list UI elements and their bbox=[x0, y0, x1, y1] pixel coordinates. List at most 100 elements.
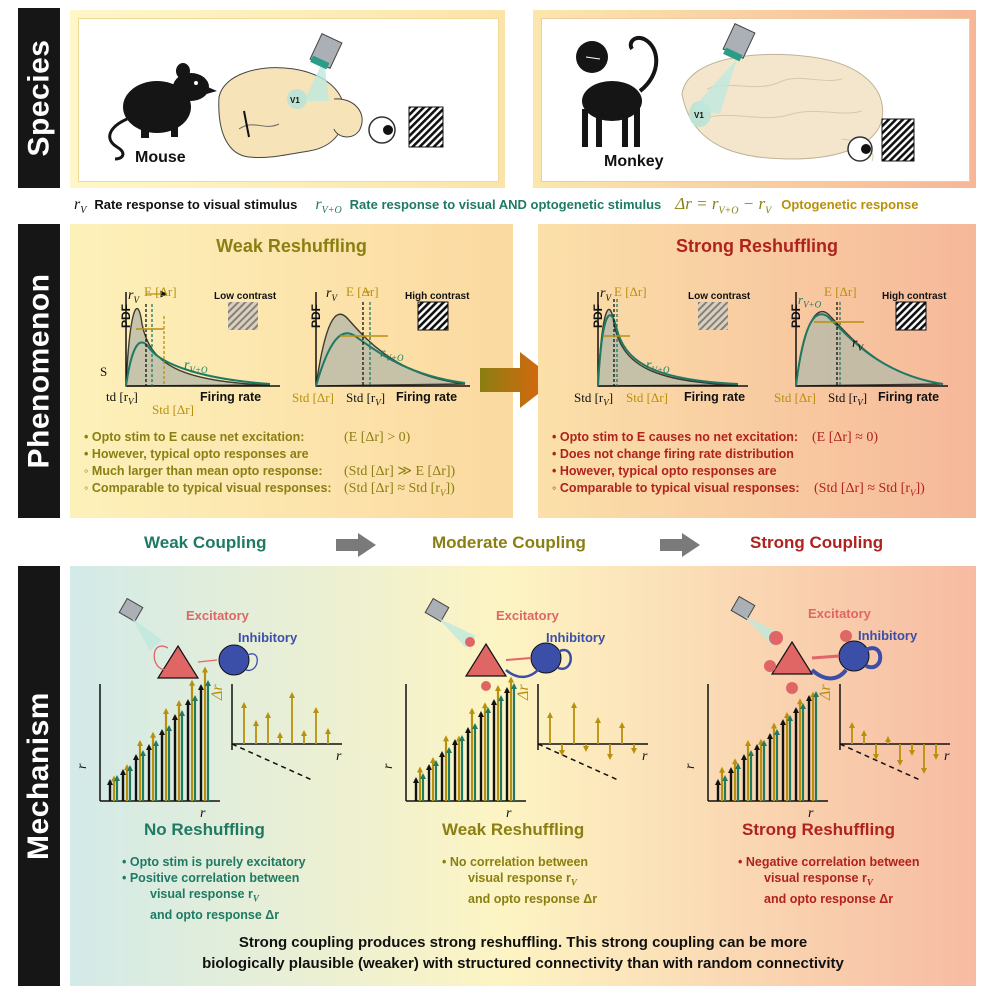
strong-rvo-label-right: rV+O bbox=[798, 292, 822, 310]
strong-bullet-3: • However, typical opto responses are bbox=[552, 464, 777, 478]
stem-gold-head bbox=[495, 685, 501, 691]
stem-gold-head bbox=[784, 712, 790, 718]
stem-right-gold-head bbox=[595, 717, 601, 723]
stem-green-head bbox=[472, 723, 478, 729]
weak-reshuffling-title: Weak Reshuffling bbox=[216, 236, 367, 256]
coupling-moderate-label: Moderate Coupling bbox=[432, 533, 586, 552]
mouse-eye bbox=[368, 116, 396, 144]
stem-gold-head bbox=[417, 766, 423, 773]
stem-right-gold-head bbox=[897, 760, 903, 766]
phenomenon-section-label: Phenomenon bbox=[22, 273, 56, 469]
stem-black-head bbox=[504, 687, 510, 693]
stem-gold-head bbox=[797, 698, 803, 705]
stem-right-gold-head bbox=[559, 750, 565, 756]
stem-right-gold-head bbox=[885, 736, 891, 742]
strong-high-contrast-grating bbox=[895, 301, 927, 331]
weak-high-contrast-grating bbox=[417, 301, 449, 331]
circuit-moderate-inhibitory-label: Inhibitory bbox=[546, 630, 606, 645]
stem-black-head bbox=[728, 767, 734, 773]
stem-black-head bbox=[767, 733, 773, 739]
stem-black-head bbox=[426, 764, 432, 770]
stem-black-head bbox=[107, 779, 113, 785]
phenomenon-transition-arrow-icon bbox=[480, 352, 556, 408]
stem-right-gold-head bbox=[909, 750, 915, 756]
stem-right-gold-head bbox=[253, 720, 259, 726]
stem-right-gold-head bbox=[265, 712, 271, 718]
stem-gold-head bbox=[469, 707, 475, 714]
monkey-label: Monkey bbox=[604, 153, 664, 170]
weak-bullet-3: ◦ Much larger than mean opto response:(S… bbox=[84, 464, 456, 479]
weak-bullet-1: • Opto stim to E cause net excitation:(E… bbox=[84, 430, 411, 445]
phenomenon-weak-panel: Weak Reshuffling PDF PDF r bbox=[70, 224, 513, 518]
stem-gold-head bbox=[176, 700, 182, 706]
stem-left-y-label: r bbox=[381, 763, 396, 769]
stem-right-gold-head bbox=[921, 768, 927, 774]
legend-rvo-symbol: rV+O bbox=[315, 196, 342, 217]
stem-right-gold-head bbox=[607, 754, 613, 760]
weak-low-contrast-plot bbox=[125, 290, 280, 387]
strong-phenomenon-bullets: • Opto stim to E causes no net excitatio… bbox=[552, 429, 925, 502]
stem-right-x-label: r bbox=[944, 749, 950, 764]
stem-right-trend bbox=[231, 743, 313, 781]
strong-rv-label-right: rV bbox=[852, 336, 863, 353]
stem-black-head bbox=[806, 695, 812, 701]
strong-high-contrast-label: High contrast bbox=[882, 291, 947, 302]
stem-black-head bbox=[439, 751, 445, 757]
stem-black-head bbox=[120, 769, 126, 775]
mechanism-strong-reshuffling-text: • Negative correlation between visual re… bbox=[738, 855, 920, 906]
weak-rvo-label-left: rV+O bbox=[184, 358, 208, 375]
strong-reshuffling-title: Strong Reshuffling bbox=[676, 236, 838, 256]
stem-green-head bbox=[787, 715, 793, 721]
stem-black-head bbox=[780, 719, 786, 725]
stem-green-head bbox=[800, 703, 806, 709]
stem-green-head bbox=[192, 695, 198, 701]
stem-right-gold-head bbox=[619, 722, 625, 728]
strong-edr-label-right: E [Δr] bbox=[824, 284, 857, 299]
stem-green-head bbox=[420, 773, 426, 779]
weak-low-contrast-grating bbox=[228, 302, 258, 330]
weak-firing-rate-label-left: Firing rate bbox=[200, 390, 262, 404]
weak-bullet-2: • However, typical opto responses are bbox=[84, 447, 309, 461]
strong-bullet-4: ◦ Comparable to typical visual responses… bbox=[552, 481, 925, 498]
stem-left-y-label: r bbox=[75, 763, 90, 769]
stem-gold-head bbox=[150, 731, 156, 738]
mouse-silhouette bbox=[108, 63, 217, 161]
mechanism-no-reshuffling-title: No Reshuffling bbox=[144, 820, 265, 839]
mechanism-sidebar: Mechanism bbox=[18, 566, 60, 986]
weak-pdf-label-left: PDF bbox=[119, 304, 133, 328]
legend-row: rV Rate response to visual stimulus rV+O… bbox=[74, 194, 984, 216]
stem-gold-head bbox=[430, 757, 436, 763]
monkey-v1-label: V1 bbox=[694, 111, 704, 120]
stem-right-gold-head bbox=[289, 692, 295, 698]
strong-rv-label-left: rV bbox=[600, 286, 611, 303]
weak-std-rv-label-right: Std [rV] bbox=[346, 390, 386, 408]
mouse-panel: V1 Mouse bbox=[70, 10, 505, 188]
stem-green-head bbox=[205, 680, 211, 686]
stem-green-head bbox=[498, 695, 504, 701]
weak-edr-label-left: E [Δr] bbox=[144, 284, 177, 299]
mouse-label: Mouse bbox=[135, 149, 186, 166]
stem-right-y-label: Δr bbox=[515, 684, 532, 701]
phenomenon-sidebar: Phenomenon bbox=[18, 224, 60, 518]
stem-right-gold-head bbox=[631, 748, 637, 754]
stem-right-x-label: r bbox=[336, 749, 342, 764]
mouse-brain: V1 bbox=[218, 67, 363, 158]
weak-phenomenon-bullets: • Opto stim to E cause net excitation:(E… bbox=[84, 429, 455, 502]
mechanism-weak-reshuffling-title: Weak Reshuffling bbox=[442, 820, 585, 839]
coupling-arrow-1-icon bbox=[336, 533, 376, 557]
stem-green-head bbox=[140, 750, 146, 756]
stem-left-y-label: r bbox=[683, 763, 698, 769]
stem-gold-head bbox=[508, 676, 514, 683]
mouse-v1-label: V1 bbox=[290, 96, 300, 105]
stem-green-head bbox=[446, 747, 452, 753]
stem-right-gold-head bbox=[583, 746, 589, 752]
stem-gold-head bbox=[732, 758, 738, 765]
legend-rvo-text: Rate response to visual AND optogenetic … bbox=[349, 197, 662, 212]
stem-green-head bbox=[761, 740, 767, 746]
weak-firing-rate-label-right: Firing rate bbox=[396, 390, 458, 404]
stem-right-trend bbox=[839, 743, 921, 781]
stem-green-head bbox=[459, 735, 465, 741]
stem-black-head bbox=[413, 777, 419, 783]
